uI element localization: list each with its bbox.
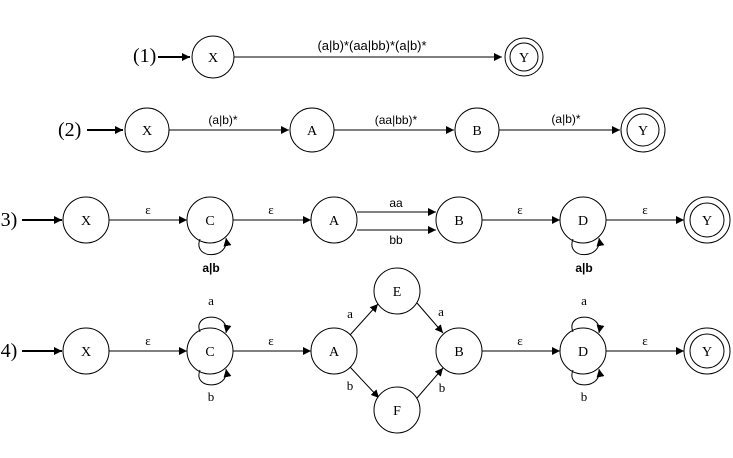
loop-d-bottom: b [571, 368, 605, 404]
state-a-label: A [307, 124, 318, 139]
state-x-label: X [81, 214, 91, 229]
state-f-label: F [393, 404, 401, 419]
loop-c-bottom-label: b [208, 389, 215, 404]
state-d-label: D [578, 214, 588, 229]
edge-b-y: (a|b)* [499, 112, 620, 134]
state-a: A [310, 196, 358, 244]
loop-c: a|b [198, 237, 232, 275]
state-c-label: C [205, 345, 214, 360]
row-3: (3) X ε C a|b ε A aa [0, 196, 731, 275]
state-a-label: A [329, 345, 340, 360]
state-c-label: C [205, 214, 214, 229]
edge-x-a: (a|b)* [169, 113, 289, 134]
edge-b-d: ε [482, 202, 560, 224]
edge-f-b: b [416, 367, 446, 399]
loop-d: a|b [571, 237, 605, 275]
edge-a-b: (aa|bb)* [334, 113, 454, 134]
edge-b-y-label: (a|b)* [551, 112, 580, 126]
edge-f-b-label: b [439, 380, 446, 395]
state-y-accepting: Y [620, 107, 666, 153]
loop-c-top: a [198, 293, 232, 334]
state-x: X [124, 107, 170, 153]
edge-a-e: a [347, 303, 379, 336]
state-a-label: A [329, 214, 340, 229]
edge-x-c-label: ε [145, 202, 151, 217]
state-y-accepting: Y [683, 327, 731, 375]
edge-c-a: ε [233, 202, 311, 224]
state-d: D [559, 327, 607, 375]
edge-b-d-label: ε [517, 333, 523, 348]
state-b-label: B [454, 345, 463, 360]
edge-b-d: ε [482, 333, 560, 355]
state-c: C [186, 327, 234, 375]
edge-d-y-label: ε [642, 202, 648, 217]
edge-a-e-label: a [347, 306, 353, 321]
edge-c-a: ε [233, 333, 311, 355]
state-b: B [435, 327, 483, 375]
loop-d-top-label: a [581, 293, 587, 308]
state-y-accepting: Y [683, 196, 731, 244]
edge-a-b-label: (aa|bb)* [375, 113, 418, 127]
edge-a-b-bb: bb [357, 226, 436, 247]
edge-c-a-label: ε [268, 202, 274, 217]
loop-d-top: a [571, 293, 605, 334]
edge-a-b-aa: aa [357, 196, 436, 216]
state-d: D [559, 196, 607, 244]
state-b-label: B [454, 214, 463, 229]
edge-a-b-bb-label: bb [389, 233, 403, 247]
state-x: X [62, 327, 110, 375]
state-y-label: Y [638, 124, 648, 139]
row-1-label: (1) [133, 45, 156, 67]
edge-a-b-aa-label: aa [389, 196, 403, 210]
state-b: B [435, 196, 483, 244]
state-x-label: X [81, 345, 91, 360]
state-c: C [186, 196, 234, 244]
row-4-label: (4) [0, 340, 17, 362]
row-2-label: (2) [58, 119, 81, 141]
edge-d-y-label: ε [642, 333, 648, 348]
edge-x-c: ε [109, 333, 187, 355]
state-b: B [454, 107, 500, 153]
state-x-label: X [208, 51, 218, 66]
state-a: A [310, 327, 358, 375]
state-x-label: X [142, 124, 152, 139]
state-e: E [373, 267, 421, 315]
edge-x-c: ε [109, 202, 187, 224]
edge-d-y: ε [606, 333, 684, 355]
edge-e-b-label: a [438, 304, 444, 319]
row-3-label: (3) [0, 209, 17, 231]
loop-d-bottom-label: b [581, 389, 588, 404]
state-y-label: Y [702, 345, 712, 360]
edge-e-b: a [416, 302, 444, 334]
state-y-label: Y [519, 51, 529, 66]
state-a: A [289, 107, 335, 153]
row-1: (1) X (a|b)*(aa|bb)*(a|b)* Y [133, 35, 544, 79]
loop-c-bottom: b [198, 368, 232, 404]
edge-x-c-label: ε [145, 333, 151, 348]
state-y-accepting: Y [504, 37, 544, 77]
state-f: F [373, 386, 421, 434]
state-b-label: B [472, 124, 481, 139]
state-e-label: E [393, 285, 402, 300]
edge-b-d-label: ε [517, 202, 523, 217]
loop-c-top-label: a [208, 293, 214, 308]
row-4: (4) X ε C a b ε A [0, 267, 731, 434]
loop-c-label: a|b [202, 261, 219, 275]
state-x: X [191, 35, 235, 79]
loop-d-label: a|b [575, 261, 592, 275]
edge-x-a-label: (a|b)* [208, 113, 237, 127]
edge-x-y: (a|b)*(aa|bb)*(a|b)* [234, 38, 502, 61]
edge-x-y-label: (a|b)*(aa|bb)*(a|b)* [317, 38, 426, 53]
edge-c-a-label: ε [268, 333, 274, 348]
state-x: X [62, 196, 110, 244]
state-y-label: Y [702, 214, 712, 229]
state-d-label: D [578, 345, 588, 360]
row-2: (2) X (a|b)* A (aa|bb)* B (a|b)* [58, 107, 666, 153]
edge-a-f: b [347, 366, 380, 399]
edge-d-y: ε [606, 202, 684, 224]
edge-a-f-label: b [347, 378, 354, 393]
